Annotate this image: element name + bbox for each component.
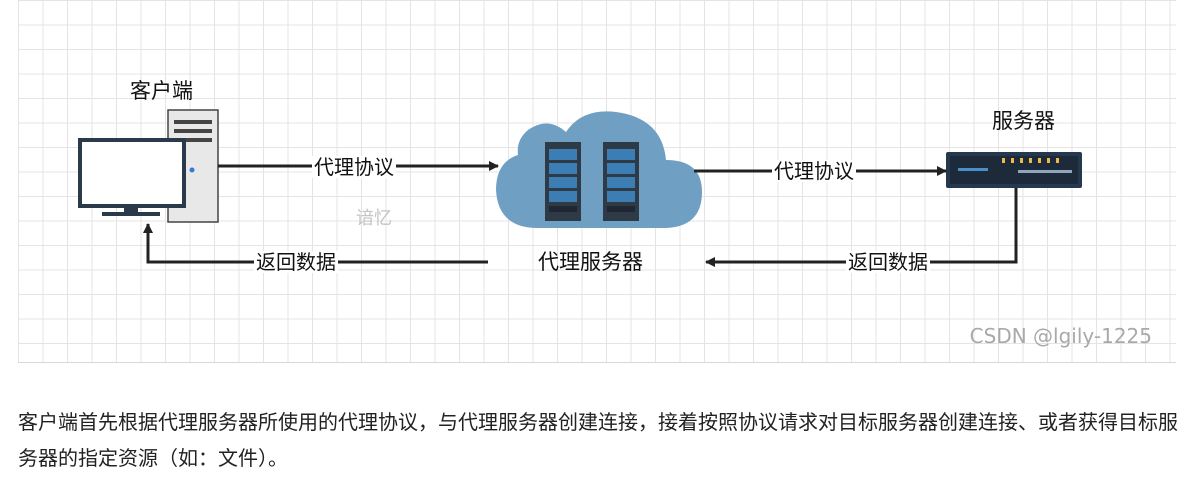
cloud-icon bbox=[496, 111, 702, 228]
edge-label-client-to-proxy: 代理协议 bbox=[312, 155, 396, 179]
server-unit-icon bbox=[946, 152, 1082, 188]
proxy-server-label: 代理服务器 bbox=[538, 250, 643, 274]
proxy-diagram: 客户端 代理服务器 服务器 代理协议 代理协议 返回数据 返回数据 谙忆 CSD… bbox=[18, 0, 1176, 363]
server-to-proxy-arrow bbox=[705, 188, 1018, 267]
edge-label-proxy-to-client: 返回数据 bbox=[254, 250, 338, 274]
csdn-credit: CSDN @lgily-1225 bbox=[969, 324, 1152, 348]
edge-label-proxy-to-server: 代理协议 bbox=[772, 159, 856, 183]
server-label: 服务器 bbox=[992, 109, 1055, 133]
watermark-text: 谙忆 bbox=[356, 208, 392, 229]
client-label: 客户端 bbox=[130, 79, 193, 103]
server-rack-icon bbox=[545, 142, 581, 221]
caption-paragraph: 客户端首先根据代理服务器所使用的代理协议，与代理服务器创建连接，接着按照协议请求… bbox=[18, 410, 1178, 470]
edge-label-server-to-proxy: 返回数据 bbox=[846, 250, 930, 274]
client-computer-icon bbox=[78, 109, 219, 223]
diagram-canvas bbox=[78, 109, 1082, 267]
server-rack-icon bbox=[603, 142, 639, 221]
proxy-to-client-arrow bbox=[143, 223, 488, 264]
